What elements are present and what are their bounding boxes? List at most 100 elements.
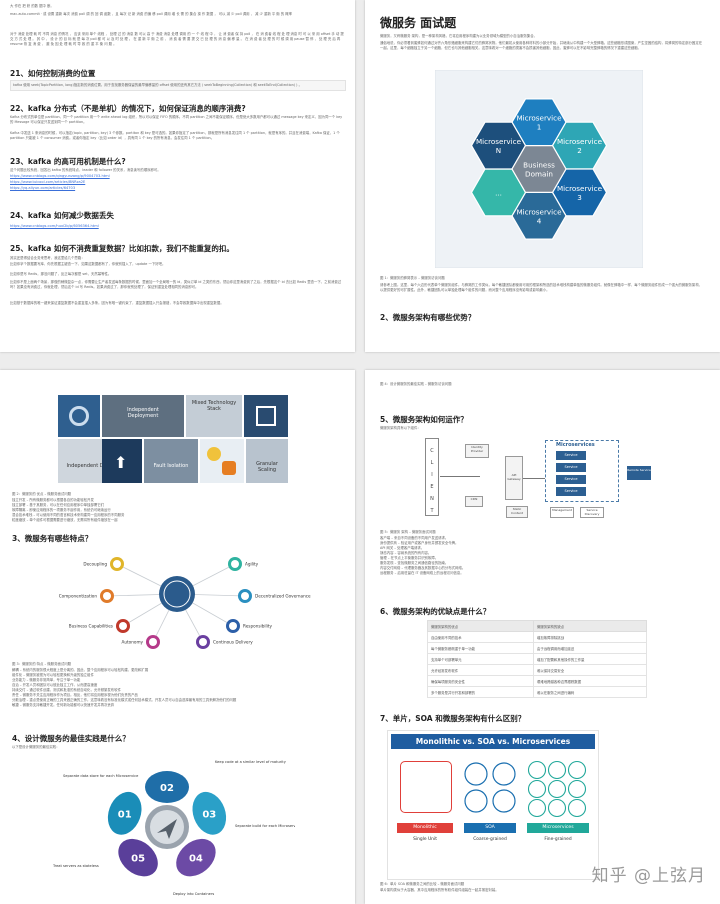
api-gateway-box: API Gateway (505, 456, 523, 500)
practice-label: Deploy into Containers (173, 892, 214, 896)
heading-3: 3、微服务有哪些特点？ (12, 534, 93, 543)
service-discovery-box: Service Discovery (580, 507, 604, 518)
remote-service-box: Remote Service (627, 466, 651, 480)
monolithic-block (400, 761, 452, 813)
business-domain-hex (511, 144, 567, 194)
aws-logo-icon (222, 461, 236, 475)
list-item: 业务能力 – 微服务非常简单，专注于单一功能 (12, 678, 81, 682)
figure-1-text: 请参考上图。这里，每个六边形代表单个微服务组件。与蜂窝的工作类似，每个敏捷团队都… (380, 283, 703, 292)
service-box: Service (556, 487, 586, 496)
table-cell: 支持单个可部署单元 (427, 653, 534, 665)
arrow-line (440, 476, 480, 477)
watermark: 知乎 @上弦月 (591, 866, 706, 886)
table-header: 微服务架构的优点 (427, 620, 534, 632)
table-cell: 由于远程调用而增加延迟 (532, 642, 648, 654)
feature-label: Mixed Technology Stack (191, 400, 237, 412)
tile-tech-logos (200, 439, 244, 483)
hex-label: Microservice (557, 137, 603, 146)
client-letter: T (430, 508, 434, 514)
heading-5-sub: 微服务架构具有以下组件： (380, 426, 421, 430)
hex-label: 1 (537, 123, 542, 132)
list-item: 身份提供商 – 验证用户或客户身份并颁发安全令牌。 (380, 541, 459, 545)
microservices-circles (527, 760, 587, 818)
list-item: 静态内容 – 容纳系统的所有内容。 (380, 551, 432, 555)
heading-7: 7、单片，SOA 和微服务架构有什么区别？ (380, 714, 526, 723)
figure-3-caption: 图 3：微服务的 特点 – 微服务面试问题 (12, 662, 72, 666)
practice-number: 02 (160, 783, 174, 794)
text-25-1: 其实还是得结合业务来思考，我这里给几个思路： (10, 256, 85, 260)
table-cell: 允许经常发布软件 (427, 664, 534, 676)
table-row: 支持单个可部署单元增加了配置和其他操作的工作量 (427, 653, 648, 665)
document-page-4: 图 4：设计微服务的最佳实践 – 微服务访谈问题 5、微服务架构如何运作？ 微服… (365, 370, 720, 904)
figure-4-caption: 图 4：设计微服务的最佳实践 – 微服务访谈问题 (380, 382, 452, 386)
list-item: 混合技术堆栈 – 可以使用不同的语言和技术来构建同一应用程序的不同服务 (12, 513, 125, 517)
table-cell: 多个服务是并行开发和部署的 (427, 686, 534, 698)
text-23: 这个问题比较系统，回答出 kafka 的系统特点，leader 和 follow… (10, 168, 161, 172)
hex-label: Microservice (516, 114, 562, 123)
intro-1: 微服务，又称微服务 架构，是一种架构风格，它将应用程序构建为以业务领域为模型的小… (380, 34, 538, 38)
practice-petal (192, 791, 227, 835)
list-item: 持续交付 – 通过软件创建，测试和批准的系统自动化，允许频繁发布软件 (12, 688, 121, 692)
heading-25: 25、kafka 如何不消费重复数据？比如扣款，我们不能重复的扣。 (10, 244, 234, 253)
heading-23: 23、kafka 的高可用机制是什么? (10, 157, 126, 166)
heading-5: 5、微服务架构如何运作？ (380, 415, 468, 424)
soa-circles (464, 762, 516, 813)
list-item: 客户端 – 来自不同设备的不同用户发送请求。 (380, 536, 449, 540)
hex-label: ... (495, 188, 502, 197)
gear-icon (69, 406, 89, 426)
list-item: 服务发现 – 查找微服务之间通信路径的指南。 (380, 561, 449, 565)
hex-label: N (496, 146, 501, 155)
upload-icon: ⬆ (114, 453, 128, 472)
characteristic-label: Continous Delivery (213, 640, 253, 645)
service-box: Service (556, 463, 586, 472)
figure-6-caption: 图 6：单片 SOA 和微服务之间的比较 – 微服务面试问题 (380, 882, 465, 886)
monolithic-sub: Single Unit (413, 837, 437, 842)
list-item: 组件化 – 微服务被视为可以轻松更换和升级的独立组件 (12, 673, 94, 677)
monolithic-label: Monolithic (397, 823, 453, 833)
figure-2-caption: 图 2：微服务的 优点 – 微服务面试问题 (12, 492, 72, 496)
link-23-3[interactable]: https://yq.aliyun.com/articles/64703 (10, 186, 76, 190)
list-item: 独立部署 – 基于其服务，可以在任何应用程序中单独部署它们 (12, 503, 105, 507)
tile-independent-deployment: Independent Deployment (102, 395, 184, 437)
microservices-label: Microservices (527, 823, 589, 833)
table-cell: 艰难地跨越各种边界跟踪数据 (532, 675, 648, 687)
heading-21: 21、如何控制消费的位置 (10, 69, 96, 78)
client-letter: N (430, 496, 434, 502)
client-letter: E (430, 484, 434, 490)
tile-top-4 (244, 395, 288, 437)
list-item: 粒度缩放 – 单个组件可根据需要进行缩放，无需将所有组件缩放在一起 (12, 518, 118, 522)
hex-label: Domain (525, 170, 553, 179)
soa-label: SOA (464, 823, 516, 833)
intro-2: 通俗地说，你必须看到蜜蜂如何通过对齐六角形蜡细胞来构建它们的蜂窝状物。他们最初从… (380, 41, 703, 50)
hex-label: 2 (577, 146, 582, 155)
practice-petal (176, 838, 216, 877)
tile-upload: ⬆ (102, 439, 142, 483)
hex-label: Business (523, 161, 555, 170)
client-letter: C (430, 448, 434, 454)
list-item: 管理 – 在节点上平衡服务并识别故障。 (380, 556, 439, 560)
practice-label: Separate build for each Microservice (235, 824, 295, 828)
architecture-list: 客户端 – 来自不同设备的不同用户发送请求。 身份提供商 – 验证用户或客户身份… (380, 536, 705, 576)
practice-number: 03 (202, 809, 216, 820)
list-item: 责任 – 微服务不关注应用程序作为项目。相反，他们将应用程序视为他们负责的产品 (12, 693, 138, 697)
link-24[interactable]: https://www.cnblogs.com/huxi2b/p/6056364… (10, 224, 99, 228)
tile-granular-scaling: Granular Scaling (246, 439, 288, 483)
heading-4: 4、设计微服务的最佳实践是什么？ (12, 734, 130, 743)
hex-label: Microservice (557, 184, 603, 193)
paper-plane-icon (157, 819, 177, 839)
microservice-circle (567, 779, 587, 799)
text-25-2: 比如你拿个数据要写库，你先根据主键查一下，如果这数据都有了，你就别插入了，upd… (10, 262, 166, 266)
practice-number: 05 (131, 854, 145, 865)
microservice-circle (567, 798, 587, 818)
hex-label: 4 (537, 216, 542, 225)
cdn-box: CDN (465, 496, 483, 507)
list-item: 独立开发 – 所有微服务都可以根据各自的功能轻松开发 (12, 498, 94, 502)
table-cell: 难以在服务之间进行编码 (532, 686, 648, 698)
link-23-1[interactable]: https://www.cnblogs.com/qingyunzong/p/90… (10, 174, 110, 178)
client-letter: L (430, 460, 434, 466)
link-23-2[interactable]: https://www.tuicool.com/articles/BNRza2E (10, 180, 86, 184)
practice-number: 04 (189, 854, 203, 865)
microservices-panel: Microservices Service Service Service Se… (545, 440, 619, 502)
table-cell: 增加故障排除挑战 (532, 631, 648, 643)
